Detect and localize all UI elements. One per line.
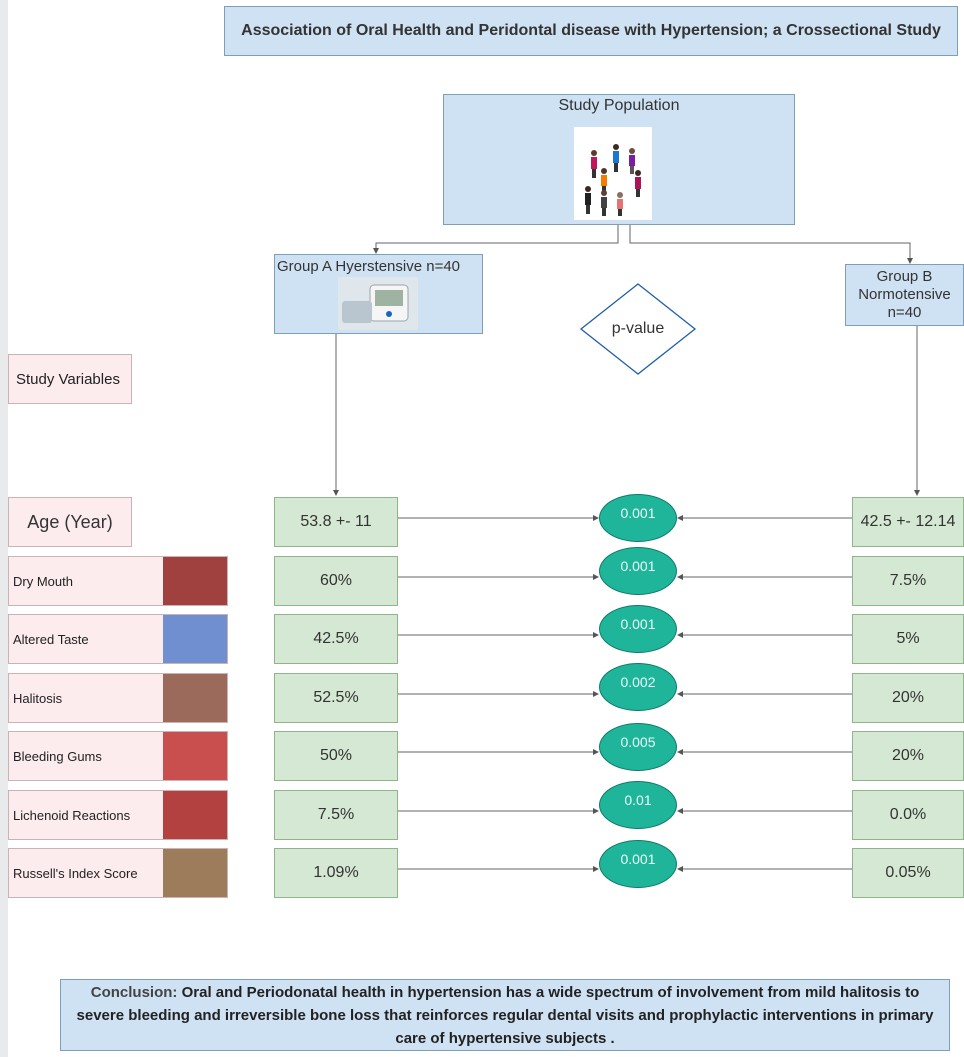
study-population-label: Study Population (558, 97, 680, 114)
group-a-value: 42.5% (274, 614, 398, 664)
group-b-value: 20% (852, 673, 964, 723)
group-b-value: 0.0% (852, 790, 964, 840)
teeth-icon (163, 849, 227, 897)
variable-row: Dry Mouth (8, 556, 228, 606)
variable-row: Halitosis (8, 673, 228, 723)
variable-row: Altered Taste (8, 614, 228, 664)
p-value-oval: 0.001 (599, 547, 677, 595)
p-value-oval: 0.01 (599, 781, 677, 829)
variable-label: Russell's Index Score (13, 865, 138, 881)
people-group-icon (574, 127, 652, 220)
variable-label: Bleeding Gums (13, 748, 102, 764)
variable-label: Altered Taste (13, 631, 89, 647)
variable-row: Russell's Index Score (8, 848, 228, 898)
p-value-oval: 0.002 (599, 663, 677, 711)
variable-label: Lichenoid Reactions (13, 807, 131, 823)
group-a-value: 7.5% (274, 790, 398, 840)
study-variables-label: Study Variables (8, 354, 132, 404)
p-value-label: p-value (612, 320, 665, 337)
blood-pressure-monitor-icon (338, 277, 418, 330)
bleeding-gums-icon (163, 732, 227, 780)
connector-to-group-a (373, 225, 619, 254)
group-b-value: 20% (852, 731, 964, 781)
conclusion-lead: Conclusion: (90, 983, 178, 1001)
group-a-value: 50% (274, 731, 398, 781)
p-value-oval: 0.001 (599, 840, 677, 888)
oral-lesion-icon (163, 791, 227, 839)
p-value-oval: 0.005 (599, 723, 677, 771)
group-a-value: 53.8 +- 11 (274, 497, 398, 547)
group-a-value: 1.09% (274, 848, 398, 898)
conclusion-text: Oral and Periodonatal health in hyperten… (76, 983, 934, 1047)
group-b-value: 7.5% (852, 556, 964, 606)
group-b-value: 42.5 +- 12.14 (852, 497, 964, 547)
person-eating-icon (163, 615, 227, 663)
p-value-diamond: p-value (579, 283, 697, 375)
diagram-title: Association of Oral Health and Peridonta… (224, 6, 958, 56)
bad-breath-icon (163, 674, 227, 722)
group-a-value: 52.5% (274, 673, 398, 723)
tongue-icon (163, 557, 227, 605)
group-a-label: Group A Hyerstensive n=40 (277, 258, 461, 275)
group-a-box: Group A Hyerstensive n=40 (274, 254, 483, 334)
group-b-value: 5% (852, 614, 964, 664)
variable-row: Bleeding Gums (8, 731, 228, 781)
p-value-oval: 0.001 (599, 494, 677, 542)
variable-label: Dry Mouth (13, 573, 73, 589)
group-b-box: Group B Normotensive n=40 (845, 264, 964, 326)
group-b-value: 0.05% (852, 848, 964, 898)
connector-to-group-b (629, 225, 913, 264)
conclusion-box: Conclusion: Oral and Periodonatal health… (60, 979, 950, 1051)
variable-row: Lichenoid Reactions (8, 790, 228, 840)
group-a-value: 60% (274, 556, 398, 606)
variable-label-age: Age (Year) (8, 497, 132, 547)
variable-label: Halitosis (13, 690, 63, 706)
study-population-box: Study Population (443, 94, 795, 225)
p-value-oval: 0.001 (599, 605, 677, 653)
